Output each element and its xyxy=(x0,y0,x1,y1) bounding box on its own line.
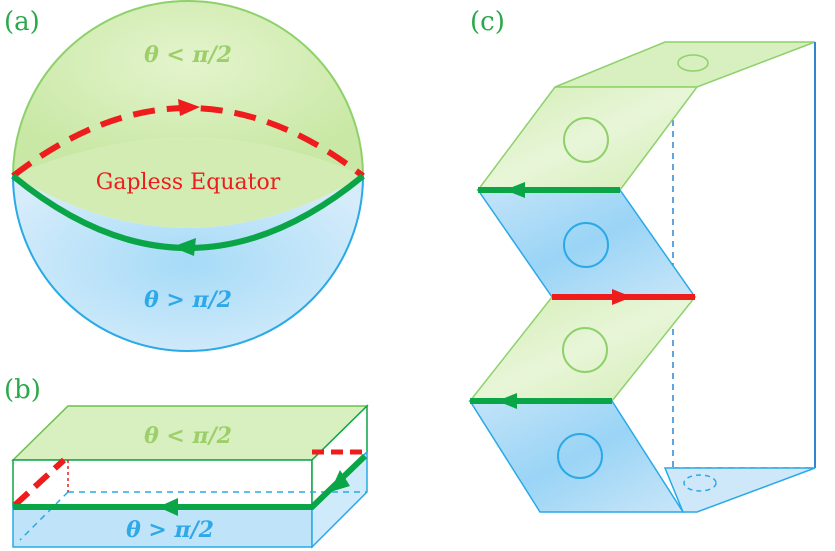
sphere-outline-top xyxy=(12,0,364,177)
panel-c: (c) xyxy=(468,7,816,513)
loop-3 xyxy=(562,327,608,373)
lower-region-label-a: θ > π/2 xyxy=(144,287,232,313)
loop-1 xyxy=(563,117,609,163)
green-arrowhead-a xyxy=(172,238,196,256)
red-dashed-edge-left xyxy=(12,457,67,508)
panel-c-label: (c) xyxy=(470,7,505,37)
lower-hemisphere xyxy=(13,176,363,351)
panel-b-label: (b) xyxy=(4,375,41,405)
rhombus-2-blue xyxy=(476,189,697,298)
lower-region-label-b: θ > π/2 xyxy=(126,517,214,543)
green-arrowhead-b2 xyxy=(330,470,350,492)
panel-a: (a) θ < π/2 Gapless Equator θ > π/2 xyxy=(4,0,365,352)
upper-hemisphere xyxy=(13,1,363,176)
upper-region-label-a: θ < π/2 xyxy=(144,42,232,68)
gapless-equator-label: Gapless Equator xyxy=(96,170,281,195)
panel-b: (b) θ < π/2 θ > π/2 xyxy=(4,375,369,549)
green-arrowhead-c2 xyxy=(497,393,517,409)
loop-2 xyxy=(563,222,609,268)
hidden-edge-b2 xyxy=(19,491,69,541)
green-arrowhead-c1 xyxy=(505,182,525,198)
sphere-outline-bottom xyxy=(12,175,364,352)
rhombus-top-back xyxy=(554,41,816,88)
rhombus-bottom-back xyxy=(663,467,816,513)
rhombus-4-blue xyxy=(468,400,685,513)
equator-band-upper xyxy=(13,138,363,228)
upper-region-label-b: θ < π/2 xyxy=(144,423,232,449)
rhombus-1-green xyxy=(476,86,699,191)
loop-bottom-back xyxy=(683,474,717,492)
red-arrowhead-a xyxy=(178,99,200,116)
panel-a-label: (a) xyxy=(4,7,40,37)
rhombus-3-green xyxy=(468,296,697,402)
loop-top-back xyxy=(677,54,709,72)
green-arrowhead-b1 xyxy=(158,498,178,516)
loop-4 xyxy=(557,433,603,479)
green-edge-b xyxy=(13,453,368,510)
red-arrowhead-c xyxy=(612,289,632,305)
